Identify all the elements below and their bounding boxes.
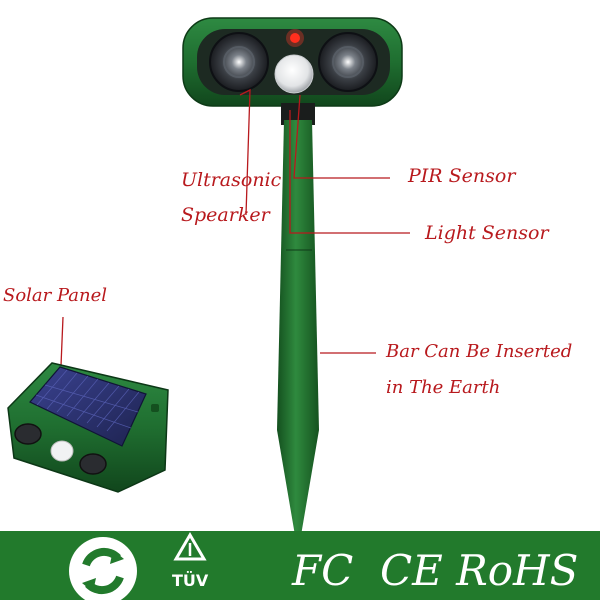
bar-label-line1: Bar Can Be Inserted — [386, 341, 573, 362]
pir-sensor-dome-icon — [274, 54, 314, 94]
light-sensor-label: Light Sensor — [425, 222, 549, 244]
bar-inserted-label: Bar Can Be Inserted in The Earth — [386, 342, 572, 398]
fc-mark: FC — [292, 546, 354, 595]
ultrasonic-label-line2: Spearker — [181, 203, 270, 226]
ce-rohs-mark: CE RoHS — [380, 546, 579, 595]
leader-lines — [59, 88, 410, 391]
light-sensor-led-icon — [290, 33, 300, 43]
pir-sensor-label: PIR Sensor — [408, 165, 516, 187]
tuv-mark: TÜV — [172, 571, 209, 590]
recycle-icon — [69, 537, 137, 600]
ultrasonic-speaker-label: Ultrasonic Spearker — [181, 170, 281, 226]
ultrasonic-label-line1: Ultrasonic — [181, 169, 282, 191]
certification-icons — [69, 532, 207, 600]
solar-panel-unit — [7, 362, 169, 493]
right-speaker-icon — [318, 32, 378, 92]
left-speaker-icon — [209, 32, 269, 92]
certification-band: TÜV FC CE RoHS — [0, 531, 600, 600]
device-head — [182, 17, 403, 107]
bar-label-line2: in The Earth — [386, 376, 501, 398]
stake-bar — [277, 103, 319, 553]
solar-panel-label: Solar Panel — [3, 285, 108, 306]
tuv-triangle-icon — [173, 532, 207, 561]
